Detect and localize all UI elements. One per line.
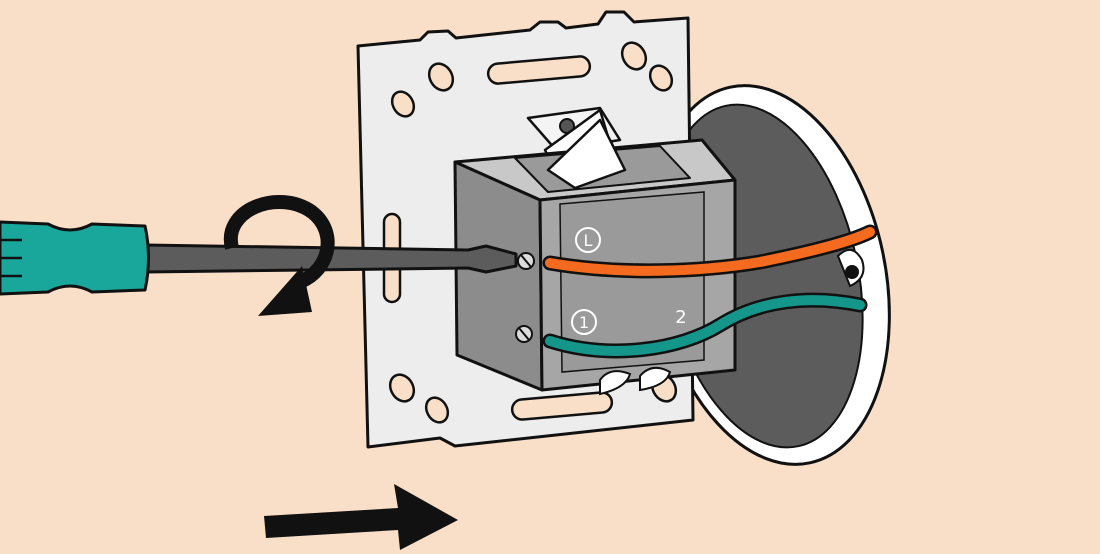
live-wire-orange: [545, 227, 875, 276]
terminal-1-label: 1: [579, 313, 589, 332]
terminal-1-ring: [571, 309, 597, 335]
screwdriver-handle: [0, 220, 150, 296]
switched-wire-teal: [545, 295, 865, 356]
terminal-L-ring: [575, 227, 601, 253]
wires: [542, 224, 878, 359]
push-right-arrow-icon: [264, 484, 458, 550]
terminal-2-label: 2: [675, 307, 686, 328]
terminal-L-label: L: [584, 231, 593, 250]
rotate-clockwise-arrow-icon: [223, 195, 335, 316]
terminal-labels: L 1 2: [571, 227, 687, 335]
